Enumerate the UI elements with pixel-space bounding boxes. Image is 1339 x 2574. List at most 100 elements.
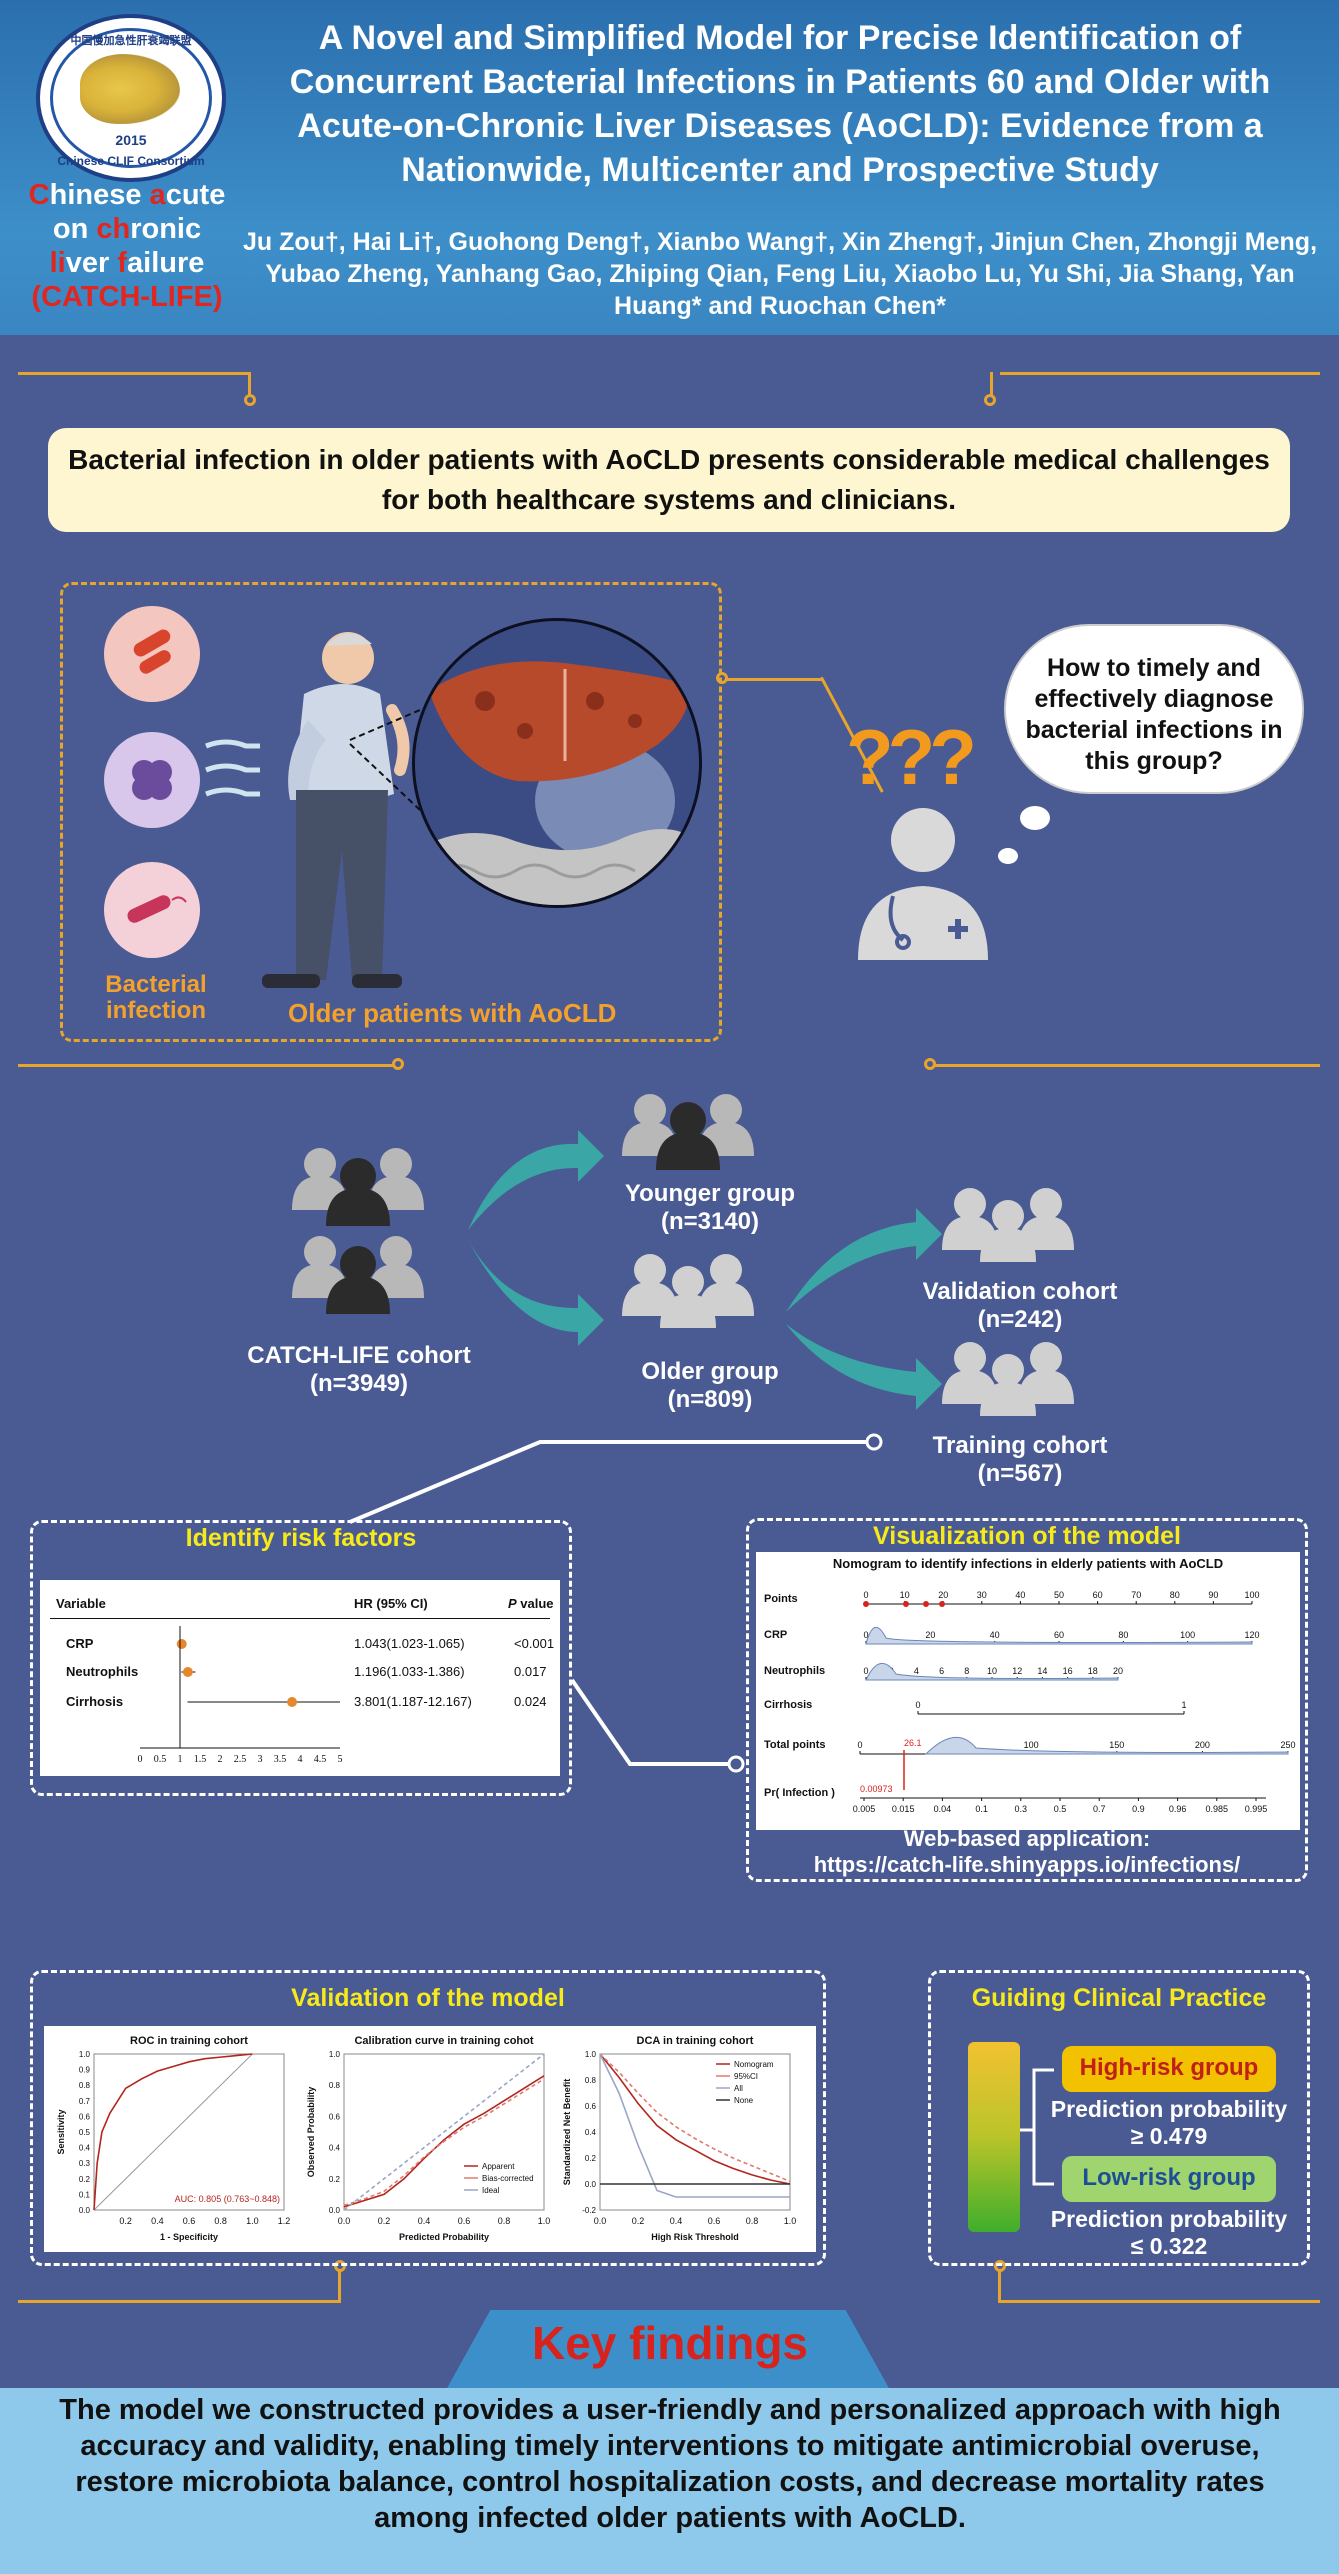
val-x-tick-label: 0.8 [214, 2216, 227, 2226]
val-x-tick-label: 0.8 [746, 2216, 759, 2226]
val-x-tick-label: 0.2 [378, 2216, 391, 2226]
prob-tick-label: 0.5 [1054, 1804, 1067, 1814]
web-app-link[interactable]: https://catch-life.shinyapps.io/infectio… [813, 1852, 1241, 1877]
val-series-line [599, 2053, 791, 2183]
forest-row-p: 0.017 [514, 1664, 547, 1679]
val-x-tick-label: 0.2 [632, 2216, 645, 2226]
prob-tick-label: 0.7 [1093, 1804, 1106, 1814]
key-findings-title: Key findings [531, 2317, 809, 2369]
crp-tick-label: 100 [1180, 1630, 1195, 1640]
validation-cohort-label: Validation cohort(n=242) [922, 1278, 1118, 1333]
forest-row-p: <0.001 [514, 1636, 555, 1651]
cirrhosis-tick-label: 0 [915, 1700, 920, 1710]
airflow-arrows [205, 739, 260, 797]
roc-diagonal [93, 2053, 253, 2211]
forest-tick-label: 4.5 [314, 1754, 327, 1765]
prob-tick-label: 0.96 [1169, 1804, 1187, 1814]
neutrophil-tick-label: 16 [1063, 1666, 1073, 1676]
val-y-tick-label: 0.0 [79, 2206, 91, 2215]
elderly-patient-figure [262, 632, 410, 988]
val-series-line [343, 2053, 545, 2211]
roc-auc-annotation: AUC: 0.805 (0.763~0.848) [175, 2194, 280, 2204]
prob-tick-label: 0.005 [853, 1804, 876, 1814]
rod-bacteria-icon [104, 606, 200, 702]
val-y-tick-label: 0.6 [585, 2102, 597, 2111]
forest-point [176, 1639, 187, 1649]
older-patients-label: Older patients with AoCLD [288, 998, 617, 1028]
page-title: A Novel and Simplified Model for Precise… [289, 19, 1271, 189]
forest-tick-label: 4 [298, 1754, 303, 1765]
val-x-tick-label: 1.0 [784, 2216, 797, 2226]
nomogram-row-label: CRP [764, 1629, 787, 1641]
val-x-tick-label: 0.6 [183, 2216, 196, 2226]
val-x-tick-label: 0.6 [708, 2216, 721, 2226]
crp-tick-label: 120 [1244, 1630, 1259, 1640]
org-abbr: (CATCH-LIFE) [31, 281, 223, 313]
val-y-tick-label: 0.6 [79, 2112, 91, 2121]
clinical-practice-panel [928, 1970, 1310, 2266]
val-ylabel: Standardized Net Benefit [562, 2079, 572, 2186]
val-y-tick-label: 0.7 [79, 2097, 91, 2106]
forest-tick-label: 2 [218, 1754, 223, 1765]
training-cohort-label: Training cohort(n=567) [932, 1432, 1108, 1487]
points-tick-label: 80 [1170, 1590, 1180, 1600]
risk-factors-title: Identify risk factors [185, 1524, 417, 1552]
val-xlabel: 1 - Specificity [160, 2232, 218, 2242]
neutrophil-tick-label: 14 [1037, 1666, 1047, 1676]
forest-tick-label: 1.5 [194, 1754, 207, 1765]
crp-tick-label: 0 [863, 1630, 868, 1640]
low-risk-prediction: Prediction probability ≤ 0.322 [1050, 2206, 1288, 2259]
points-tick-label: 10 [900, 1590, 910, 1600]
nomogram-row-label: Total points [764, 1739, 826, 1751]
catch-life-cohort-label: CATCH-LIFE cohort(n=3949) [247, 1342, 471, 1397]
val-legend-label: All [734, 2084, 743, 2093]
nomogram-chart: Nomogram to identify infections in elder… [756, 1552, 1300, 1830]
total-tick-label: 0 [857, 1740, 862, 1750]
crp-tick-label: 80 [1118, 1630, 1128, 1640]
zoom-lines [349, 709, 421, 811]
total-tick-label: 250 [1280, 1740, 1295, 1750]
forest-row-variable: Cirrhosis [66, 1694, 124, 1709]
val-y-tick-label: 0.1 [79, 2190, 91, 2199]
question-marks: ??? [846, 713, 977, 801]
forest-row-variable: CRP [66, 1636, 94, 1651]
val-y-tick-label: -0.2 [582, 2206, 596, 2215]
points-marker [863, 1601, 869, 1607]
val-y-tick-label: 0.8 [585, 2076, 597, 2085]
doctor-icon [858, 808, 988, 960]
val-x-tick-label: 0.0 [594, 2216, 607, 2226]
crp-density [865, 1627, 1253, 1645]
points-tick-label: 40 [1015, 1590, 1025, 1600]
consortium-logo: 中国慢加急性肝衰竭联盟 2015 Chinese CLIF Consortium [36, 14, 226, 182]
intro-banner: Bacterial infection in older patients wi… [48, 428, 1290, 532]
bacillus-bacteria-icon [104, 862, 200, 958]
crp-tick-label: 20 [925, 1630, 935, 1640]
prob-tick-label: 0.1 [975, 1804, 988, 1814]
thought-dot [998, 848, 1018, 864]
points-tick-label: 50 [1054, 1590, 1064, 1600]
points-tick-label: 30 [977, 1590, 987, 1600]
key-findings-text: The model we constructed provides a user… [59, 2394, 1281, 2534]
clinical-practice-title: Guiding Clinical Practice [971, 1984, 1267, 2012]
neutrophil-tick-label: 20 [1113, 1666, 1123, 1676]
points-tick-label: 20 [938, 1590, 948, 1600]
connector-lines [349, 1433, 883, 1773]
val-x-tick-label: 0.2 [119, 2216, 132, 2226]
val-x-tick-label: 1.2 [278, 2216, 291, 2226]
prob-tick-label: 0.3 [1015, 1804, 1028, 1814]
forest-point [182, 1667, 193, 1677]
val-series-line [343, 2075, 545, 2208]
val-chart-title: Calibration curve in training cohot [354, 2035, 533, 2047]
nomogram-row-label: Neutrophils [764, 1665, 825, 1677]
nomogram-panel-title: Visualization of the model [873, 1522, 1181, 1550]
val-x-tick-label: 1.0 [538, 2216, 551, 2226]
val-x-tick-label: 0.4 [670, 2216, 683, 2226]
china-map-icon [80, 54, 180, 124]
neutrophil-tick-label: 18 [1088, 1666, 1098, 1676]
val-y-tick-label: 0.2 [585, 2154, 597, 2163]
validation-panel [30, 1970, 826, 2266]
forest-row-variable: Neutrophils [66, 1664, 139, 1679]
